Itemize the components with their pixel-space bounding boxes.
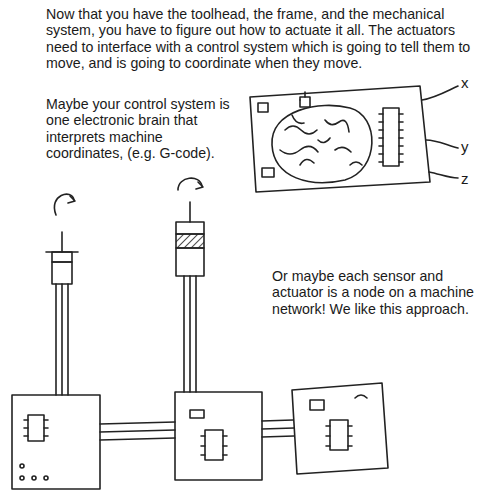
intro-paragraph: Now that you have the toolhead, the fram… — [46, 6, 476, 71]
left-sensor — [46, 194, 78, 395]
note-network: Or maybe each sensor and actuator is a n… — [272, 268, 482, 317]
axis-label: y — [461, 138, 481, 155]
control-board — [250, 86, 458, 192]
node-boards — [12, 383, 388, 489]
middle-motor — [176, 178, 204, 392]
note-single-brain: Maybe your control system is one electro… — [46, 96, 242, 161]
axis-label: x — [461, 74, 481, 91]
axis-label: z — [461, 170, 481, 187]
